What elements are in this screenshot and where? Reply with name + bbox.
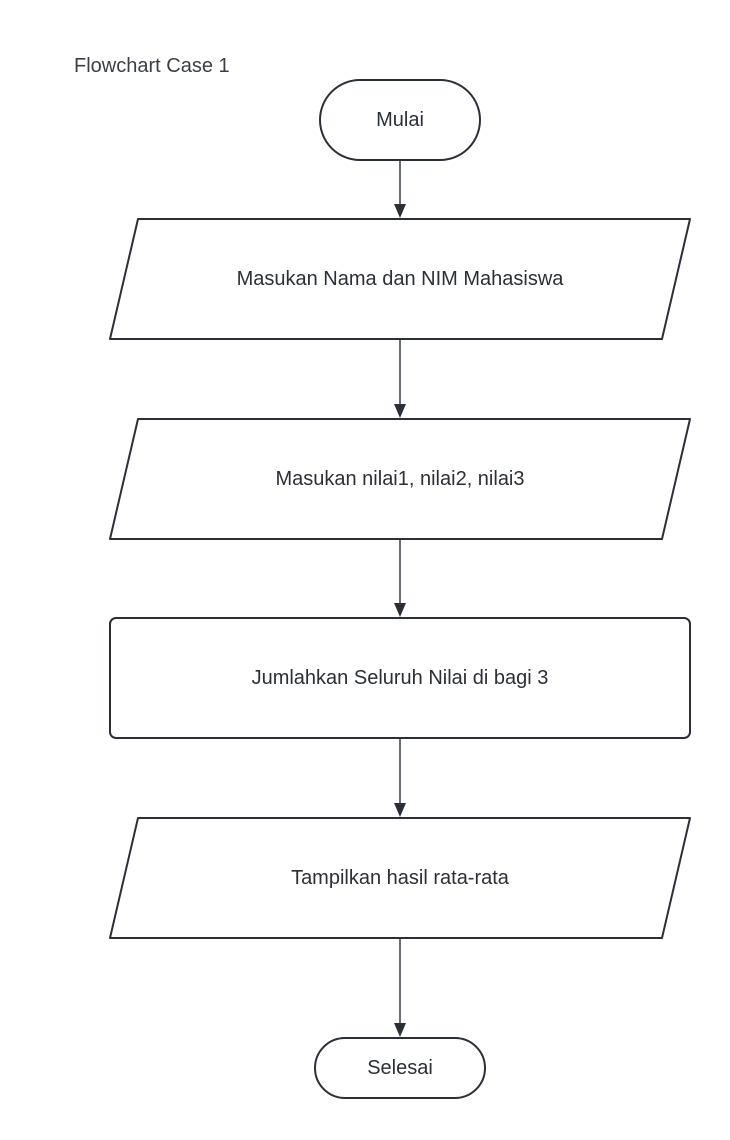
flowchart-node-output-average: Tampilkan hasil rata-rata <box>109 817 691 939</box>
arrowhead-icon <box>394 603 406 617</box>
node-label: Masukan nilai1, nilai2, nilai3 <box>275 468 524 490</box>
arrowhead-icon <box>394 1023 406 1037</box>
process-shape <box>109 617 691 739</box>
terminator-shape <box>319 79 481 161</box>
flowchart-node-end: Selesai <box>314 1037 486 1099</box>
flowchart-node-process-average: Jumlahkan Seluruh Nilai di bagi 3 <box>109 617 691 739</box>
connector-input-name-nim-to-input-scores <box>394 339 406 418</box>
arrowhead-icon <box>394 803 406 817</box>
io-shape <box>109 418 691 540</box>
flowchart-node-input-name-nim: Masukan Nama dan NIM Mahasiswa <box>109 218 691 340</box>
arrowhead-icon <box>394 404 406 418</box>
node-label: Mulai <box>376 109 424 131</box>
io-shape <box>109 218 691 340</box>
connector-start-to-input-name-nim <box>394 160 406 218</box>
node-label: Masukan Nama dan NIM Mahasiswa <box>237 268 565 290</box>
connector-output-average-to-end <box>394 938 406 1037</box>
diagram-title: Flowchart Case 1 <box>74 55 230 77</box>
connectors-layer <box>394 160 406 1037</box>
flowchart-node-start: Mulai <box>319 79 481 161</box>
node-label: Tampilkan hasil rata-rata <box>291 867 510 889</box>
connector-input-scores-to-process-average <box>394 539 406 617</box>
node-label: Selesai <box>367 1057 433 1079</box>
node-label: Jumlahkan Seluruh Nilai di bagi 3 <box>252 667 549 689</box>
flowchart-node-input-scores: Masukan nilai1, nilai2, nilai3 <box>109 418 691 540</box>
io-shape <box>109 817 691 939</box>
terminator-shape <box>314 1037 486 1099</box>
arrowhead-icon <box>394 204 406 218</box>
connector-process-average-to-output-average <box>394 738 406 817</box>
